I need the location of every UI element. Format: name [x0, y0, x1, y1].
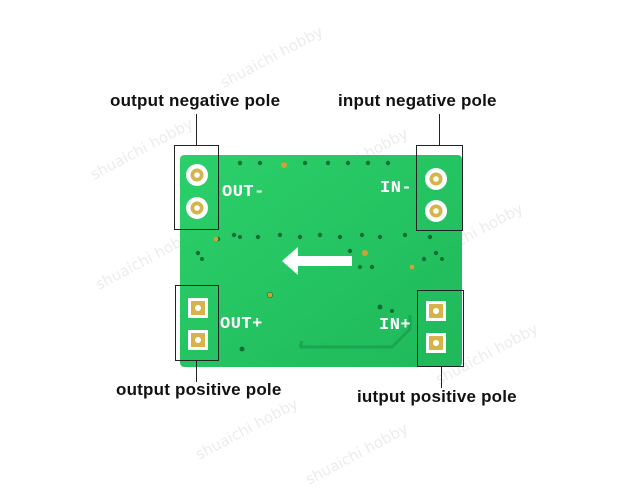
output-positive-leader [196, 360, 198, 382]
output-negative-leader [196, 114, 198, 146]
silkscreen-in-minus: IN- [380, 179, 413, 198]
pcb-board-graphic [180, 155, 462, 367]
input-positive-label: iutput positive pole [357, 387, 517, 406]
silkscreen-out-plus: OUT+ [220, 315, 263, 334]
output-positive-label: output positive pole [116, 380, 282, 399]
input-negative-leader [439, 114, 441, 146]
input-positive-leader [441, 366, 443, 388]
output-negative-frame [174, 145, 219, 230]
output-positive-frame [175, 285, 219, 361]
silkscreen-in-plus: IN+ [379, 316, 412, 335]
watermark-text: shuaichi hobby [217, 22, 327, 92]
input-positive-frame [417, 290, 464, 367]
watermark-text: shuaichi hobby [302, 419, 412, 489]
pcb-board [180, 155, 462, 367]
output-negative-label: output negative pole [110, 91, 281, 110]
input-negative-frame [416, 145, 463, 231]
watermark-text: shuaichi hobby [192, 394, 302, 464]
input-negative-label: input negative pole [338, 91, 497, 110]
silkscreen-out-minus: OUT- [222, 183, 265, 202]
